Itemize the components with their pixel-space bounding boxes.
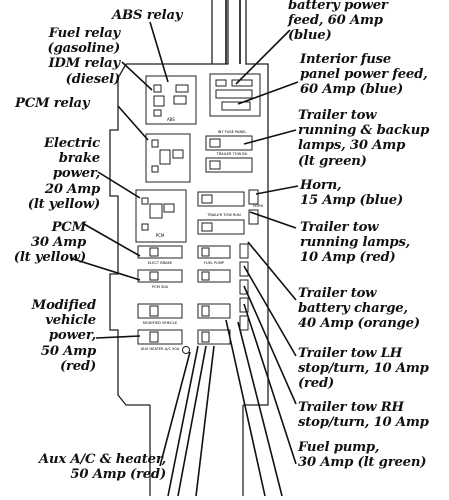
interior-feed-label: Interior fuse panel power feed, 60 Amp (… — [300, 52, 428, 98]
trailer-bu-caption: TRAILER TOW BU — [216, 152, 248, 156]
fuel-pump-caption: FUEL PUMP — [204, 261, 225, 265]
abs-relay-caption: ABS — [167, 117, 175, 122]
electric-brake-label: Electric brake power, 20 Amp (lt yellow) — [27, 136, 100, 212]
aux-ac-heater-label: Aux A/C & heater, 50 Amp (red) — [38, 452, 166, 483]
abs-relay-block — [145, 75, 197, 125]
left-maxi-fuses — [137, 245, 190, 354]
trailer-lh-label: Trailer tow LH stop/turn, 10 Amp (red) — [298, 346, 429, 392]
horn-caption: HORN — [253, 204, 264, 208]
pcm-relay-label: PCM relay — [15, 96, 90, 111]
abs-relay-label: ABS relay — [112, 8, 183, 23]
trailer-battery-label: Trailer tow battery charge, 40 Amp (oran… — [298, 286, 420, 332]
fuel-relay-block — [145, 133, 191, 183]
top-right-relay-block — [209, 73, 261, 117]
fuel-pump-label: Fuel pump, 30 Amp (lt green) — [298, 440, 427, 471]
modified-caption: MODIFIED VEHICLE — [143, 321, 178, 325]
horn-label: Horn, 15 Amp (blue) — [300, 178, 404, 209]
pcm-relay-block — [135, 189, 187, 243]
trailer-rh-label: Trailer tow RH stop/turn, 10 Amp — [298, 400, 429, 431]
trailer-running-backup-label: Trailer tow running & backup lamps, 30 A… — [298, 108, 430, 169]
middle-maxi-fuses — [197, 245, 231, 345]
aux-caption: AUX HEATER A/C 50A — [141, 347, 180, 351]
fuel-relay-label: Fuel relay (gasoline) IDM relay (diesel) — [47, 26, 121, 87]
int-feed-caption: INT FUSE PANEL — [218, 130, 247, 134]
pcm-relay-caption: PCM — [156, 233, 165, 238]
leader-lines — [69, 0, 299, 497]
battery-feed-label: battery power feed, 60 Amp (blue) — [288, 0, 388, 44]
pcm-fuse-label: PCM 30 Amp (lt yellow) — [13, 220, 86, 266]
trailer-running-lamps-label: Trailer tow running lamps, 10 Amp (red) — [300, 220, 411, 266]
elect-brake-caption: ELECT BRAKE — [148, 261, 173, 265]
modified-vehicle-label: Modified vehicle power, 50 Amp (red) — [31, 298, 97, 374]
mini-fuse-strip — [239, 189, 259, 331]
right-fuse-modules — [197, 135, 253, 235]
pcm-fuse-caption: PCM 30A — [152, 285, 168, 289]
trailer-run-caption: TRAILER TOW RUN — [206, 213, 241, 217]
